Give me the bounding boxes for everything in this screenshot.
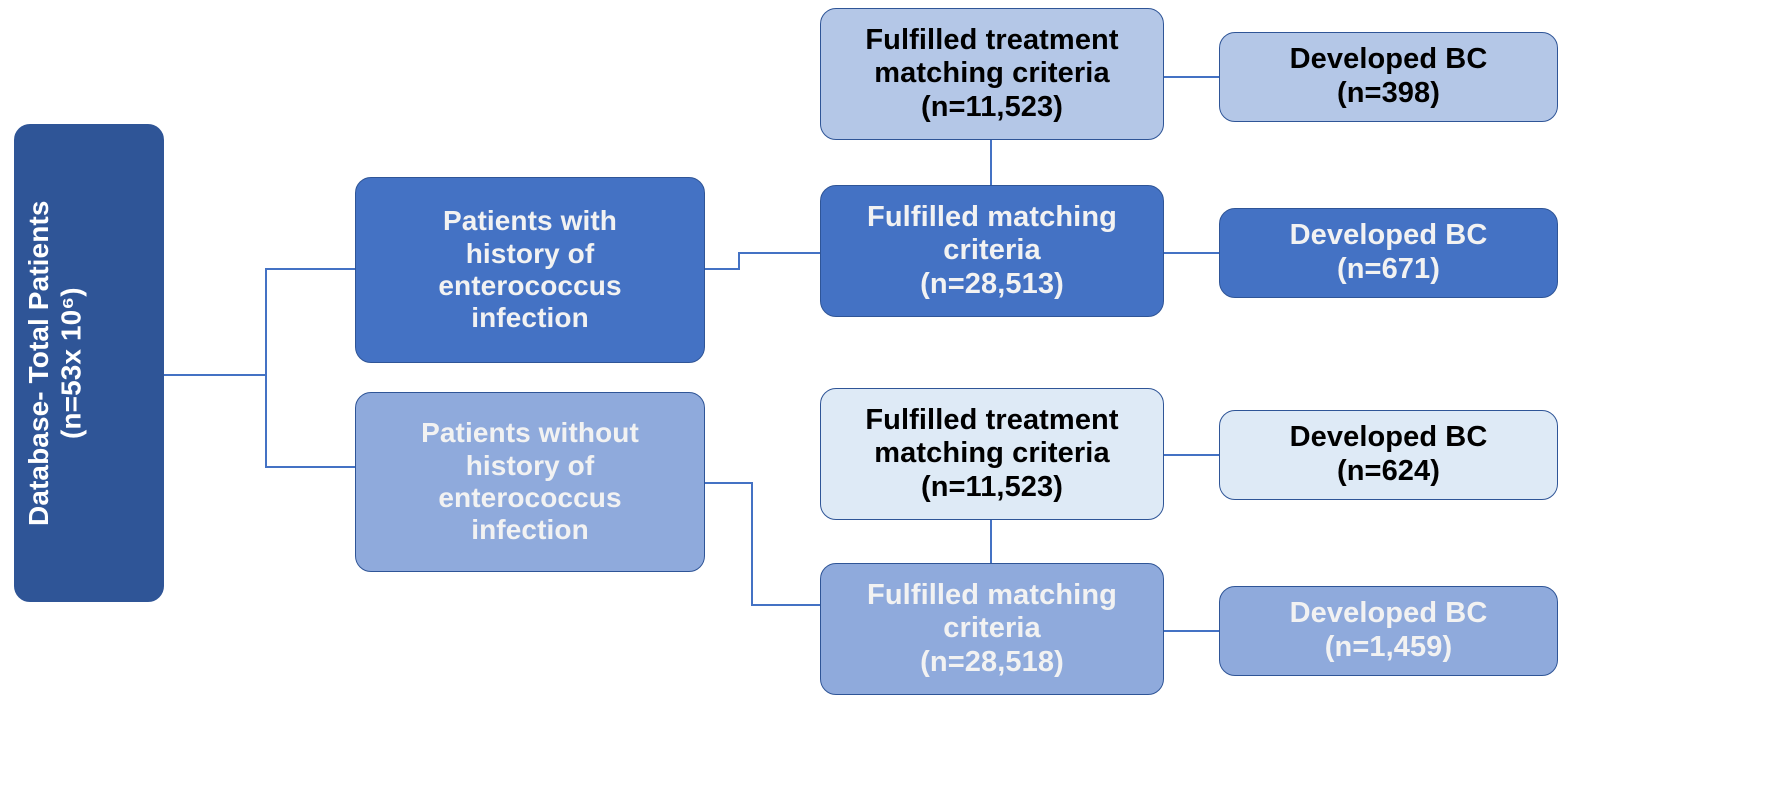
node-developed-bc-top-treatment-label: Developed BC (n=398) xyxy=(1289,43,1488,109)
connector-top-treatment-to-top-matching xyxy=(990,140,992,186)
node-developed-bc-bottom-treatment[interactable]: Developed BC (n=624) xyxy=(1219,410,1558,500)
node-bottom-matching-criteria[interactable]: Fulfilled matching criteria (n=28,518) xyxy=(820,563,1164,695)
node-developed-bc-top-matching[interactable]: Developed BC (n=671) xyxy=(1219,208,1558,298)
node-database-label: Database- Total Patients (n=53x 10⁶) xyxy=(23,200,87,526)
node-top-matching-criteria[interactable]: Fulfilled matching criteria (n=28,513) xyxy=(820,185,1164,317)
connector-with-history-riser xyxy=(738,252,740,270)
node-developed-bc-top-matching-label: Developed BC (n=671) xyxy=(1289,219,1488,285)
connector-without-history-to-bottom-matching xyxy=(751,604,822,606)
connector-split-to-with-history xyxy=(265,268,357,270)
node-developed-bc-bottom-matching-label: Developed BC (n=1,459) xyxy=(1289,597,1488,663)
connector-top-treatment-to-bc xyxy=(1163,76,1220,78)
connector-bottom-treatment-to-bc xyxy=(1163,454,1220,456)
connector-bottom-matching-to-bc xyxy=(1163,630,1220,632)
node-patients-with-history[interactable]: Patients with history of enterococcus in… xyxy=(355,177,705,363)
node-patients-with-history-label: Patients with history of enterococcus in… xyxy=(438,205,622,334)
node-top-treatment-matching-criteria[interactable]: Fulfilled treatment matching criteria (n… xyxy=(820,8,1164,140)
node-bottom-matching-criteria-label: Fulfilled matching criteria (n=28,518) xyxy=(867,578,1117,678)
connector-without-history-riser xyxy=(751,482,753,606)
connector-bottom-treatment-to-bottom-matching xyxy=(990,520,992,564)
node-bottom-treatment-matching-label: Fulfilled treatment matching criteria (n… xyxy=(865,403,1119,503)
node-developed-bc-bottom-matching[interactable]: Developed BC (n=1,459) xyxy=(1219,586,1558,676)
connector-with-history-to-top-matching xyxy=(738,252,822,254)
connector-database-to-split xyxy=(163,374,267,376)
node-bottom-treatment-matching-criteria[interactable]: Fulfilled treatment matching criteria (n… xyxy=(820,388,1164,520)
node-developed-bc-bottom-treatment-label: Developed BC (n=624) xyxy=(1289,421,1488,487)
node-developed-bc-top-treatment[interactable]: Developed BC (n=398) xyxy=(1219,32,1558,122)
connector-top-matching-to-bc xyxy=(1163,252,1220,254)
node-patients-without-history[interactable]: Patients without history of enterococcus… xyxy=(355,392,705,572)
connector-with-history-out xyxy=(705,268,740,270)
node-top-treatment-matching-label: Fulfilled treatment matching criteria (n… xyxy=(865,23,1119,123)
node-patients-without-history-label: Patients without history of enterococcus… xyxy=(421,417,639,546)
connector-split-vertical xyxy=(265,268,267,468)
node-database-total-patients[interactable]: Database- Total Patients (n=53x 10⁶) xyxy=(14,124,164,602)
connector-without-history-out xyxy=(705,482,753,484)
node-top-matching-criteria-label: Fulfilled matching criteria (n=28,513) xyxy=(867,200,1117,300)
connector-split-to-without-history xyxy=(265,466,357,468)
